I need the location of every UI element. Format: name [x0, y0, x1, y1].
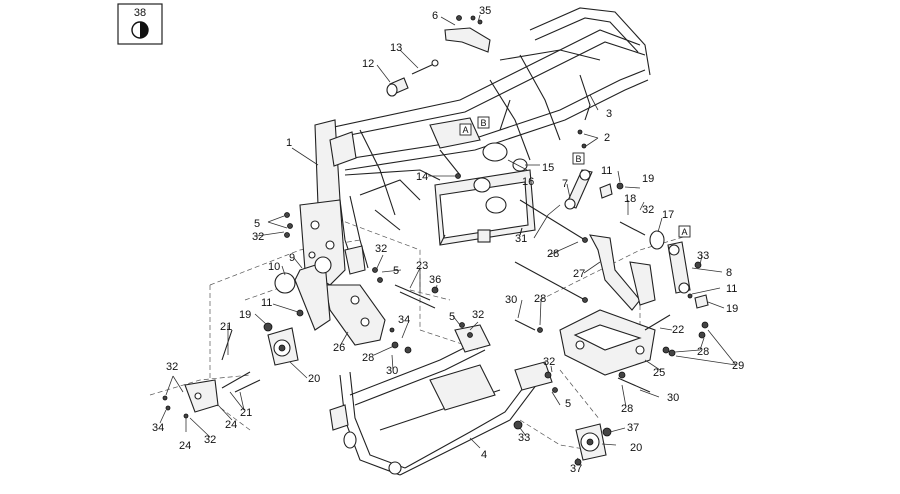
bracket-24[interactable] — [162, 379, 219, 419]
callout-3: 3 — [606, 108, 612, 120]
ref-box-b1: B — [480, 118, 486, 128]
callout-5a: 5 — [254, 218, 260, 230]
engine-mount-20-left[interactable] — [267, 327, 299, 366]
callout-37b: 37 — [570, 463, 582, 475]
callout-28d: 28 — [621, 403, 633, 415]
callout-1: 1 — [286, 137, 292, 149]
screws-2[interactable] — [577, 129, 587, 149]
rear-link-8[interactable] — [667, 241, 709, 309]
callout-28c: 28 — [534, 293, 546, 305]
callout-16: 16 — [522, 176, 534, 188]
callout-32b: 32 — [375, 243, 387, 255]
bracket-6[interactable] — [444, 15, 491, 53]
callout-20a: 20 — [308, 373, 320, 385]
callout-31: 31 — [515, 233, 527, 245]
callout-17: 17 — [662, 209, 674, 221]
callout-32e: 32 — [472, 309, 484, 321]
callout-8: 8 — [726, 267, 732, 279]
battery-tray[interactable] — [434, 169, 536, 246]
lower-cradle-4[interactable] — [329, 324, 553, 476]
callout-12: 12 — [362, 58, 374, 70]
callout-10: 10 — [268, 261, 280, 273]
callout-30c: 30 — [667, 392, 679, 404]
callout-6: 6 — [432, 10, 438, 22]
engine-link-7[interactable] — [564, 169, 624, 210]
ref-box-a1: A — [462, 125, 468, 135]
bolts-23[interactable] — [394, 284, 436, 309]
callout-11c: 11 — [726, 283, 737, 295]
callout-27: 27 — [573, 268, 585, 280]
subframe-25[interactable] — [559, 309, 709, 376]
callout-33a: 33 — [697, 250, 709, 262]
callout-32d: 32 — [204, 434, 216, 446]
callout-18: 18 — [624, 193, 636, 205]
callout-5b: 5 — [393, 265, 399, 277]
long-bolts-31[interactable] — [514, 199, 588, 303]
callout-32a: 32 — [252, 231, 264, 243]
callout-29: 29 — [732, 360, 744, 372]
callout-25: 25 — [653, 367, 665, 379]
callout-4: 4 — [481, 449, 487, 461]
callout-33b: 33 — [518, 432, 530, 444]
thread-locker-icon — [131, 21, 149, 39]
callout-24b: 24 — [179, 440, 191, 452]
callout-11b: 11 — [601, 165, 612, 177]
corner-badge-number: 38 — [134, 7, 146, 19]
callout-21b: 21 — [240, 407, 252, 419]
callout-26: 26 — [333, 342, 345, 354]
callout-20b: 20 — [630, 442, 642, 454]
callout-5d: 5 — [565, 398, 571, 410]
callout-5c: 5 — [449, 311, 455, 323]
callout-32f: 32 — [543, 356, 555, 368]
callout-15: 15 — [542, 162, 554, 174]
callout-22: 22 — [672, 324, 684, 336]
main-frame[interactable] — [299, 7, 651, 286]
ref-box-a2: A — [681, 227, 687, 237]
washer-17[interactable] — [619, 221, 665, 250]
bolt-spacer-12[interactable] — [386, 77, 409, 97]
callout-28a: 28 — [547, 248, 559, 260]
callout-7: 7 — [562, 178, 568, 190]
callout-19c: 19 — [726, 303, 738, 315]
callout-19a: 19 — [239, 309, 251, 321]
callout-36: 36 — [429, 274, 441, 286]
leader-lines — [159, 14, 737, 463]
callout-30b: 30 — [505, 294, 517, 306]
callout-35: 35 — [479, 5, 491, 17]
engine-mount-20-right[interactable] — [574, 423, 612, 466]
corner-badge: 38 — [117, 3, 163, 45]
callout-19b: 19 — [642, 173, 654, 185]
callout-34a: 34 — [152, 422, 164, 434]
reference-boxes: A B B A — [459, 116, 691, 238]
callout-30a: 30 — [386, 365, 398, 377]
swingarm-bracket-26[interactable] — [263, 256, 386, 346]
bracket-27[interactable] — [589, 234, 656, 311]
callout-32c: 32 — [166, 361, 178, 373]
callout-13: 13 — [390, 42, 402, 54]
callout-14: 14 — [416, 171, 428, 183]
callout-28e: 28 — [697, 346, 709, 358]
callout-32g: 32 — [642, 204, 654, 216]
callout-2: 2 — [604, 132, 610, 144]
callout-23: 23 — [416, 260, 428, 272]
callout-28b: 28 — [362, 352, 374, 364]
callout-9: 9 — [289, 252, 295, 264]
bolts-21[interactable] — [221, 329, 261, 393]
ref-box-b2: B — [575, 154, 581, 164]
callout-11a: 11 — [261, 297, 272, 309]
callout-37a: 37 — [627, 422, 639, 434]
callout-34b: 34 — [398, 314, 410, 326]
callout-labels: 1 2 3 4 5 5 5 5 6 7 8 9 10 11 11 11 12 1… — [152, 5, 744, 475]
callout-24a: 24 — [225, 419, 237, 431]
callout-21a: 21 — [220, 321, 232, 333]
bolt-13[interactable] — [411, 59, 439, 75]
